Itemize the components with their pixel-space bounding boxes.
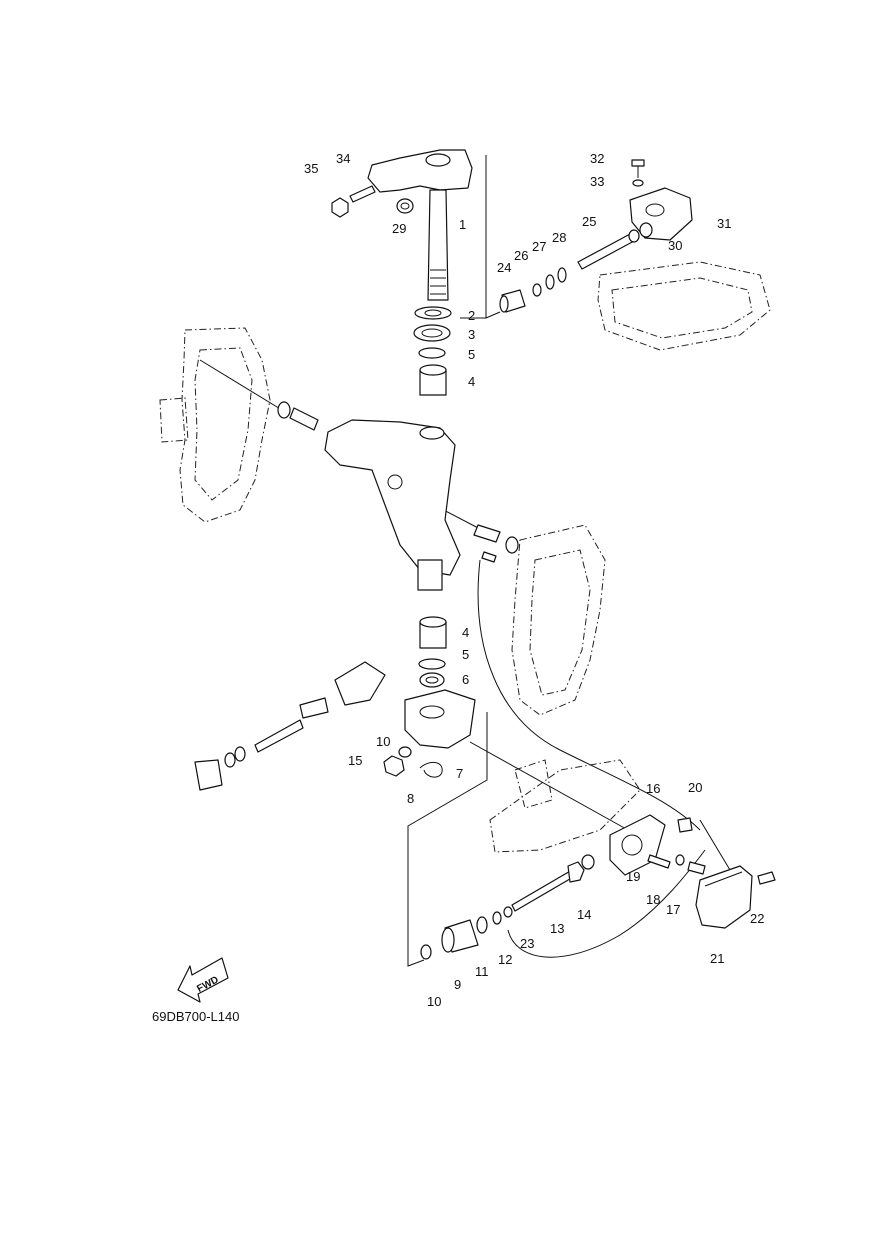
collar-30 [639, 222, 653, 238]
lower-unit-outline [489, 759, 641, 853]
callout-24: 24 [497, 260, 511, 275]
washer-10-upper [398, 746, 412, 758]
diagram-code: 69DB700-L140 [152, 1009, 239, 1024]
callout-11: 11 [475, 964, 489, 979]
washer-2 [414, 306, 452, 320]
ground-lead-23 [503, 906, 513, 918]
cover-21 [695, 865, 753, 929]
washer-10-lower [420, 944, 432, 960]
lower-mount-housing [404, 689, 476, 749]
callout-6: 6 [462, 672, 469, 687]
damper-24 [499, 289, 526, 313]
callout-5-lower: 5 [462, 647, 469, 662]
callout-15: 15 [348, 753, 362, 768]
bolt-17 [687, 861, 706, 875]
washer-11 [476, 916, 488, 934]
callout-16: 16 [646, 781, 660, 796]
washer-14 [581, 854, 595, 870]
callout-8: 8 [407, 791, 414, 806]
callout-35: 35 [304, 161, 318, 176]
bolt-35 [331, 197, 349, 218]
callout-2: 2 [468, 308, 475, 323]
washer-26 [532, 283, 542, 297]
callout-17: 17 [666, 902, 680, 917]
callout-31: 31 [717, 216, 731, 231]
callout-labels: 1 2 3 5 4 35 34 29 32 33 31 30 25 28 27 … [304, 151, 764, 1009]
bolt-34 [349, 185, 376, 203]
o-ring-5-upper [418, 347, 446, 359]
bolt-32 [631, 159, 645, 178]
callout-21: 21 [710, 951, 724, 966]
tilt-pin-left [277, 401, 319, 431]
washer-33 [632, 179, 644, 187]
bolt-13 [511, 861, 585, 912]
bushing-4-lower [419, 616, 447, 649]
screw-19 [647, 854, 671, 869]
upper-casing-outline [597, 261, 771, 351]
callout-14: 14 [577, 907, 591, 922]
callout-18: 18 [646, 892, 660, 907]
callout-13: 13 [550, 921, 564, 936]
callout-19: 19 [626, 869, 640, 884]
callout-4-lower: 4 [462, 625, 469, 640]
swivel-bracket [324, 419, 461, 591]
callout-25: 25 [582, 214, 596, 229]
fwd-arrow-icon: FWD [177, 957, 229, 1003]
callout-28: 28 [552, 230, 566, 245]
steering-arm [367, 149, 473, 301]
nut-29 [396, 198, 414, 214]
washer-28 [557, 267, 567, 283]
right-clamp-bracket-outline [511, 524, 606, 716]
callout-33: 33 [590, 174, 604, 189]
callout-32: 32 [590, 151, 604, 166]
callout-1: 1 [459, 217, 466, 232]
washer-18 [675, 854, 685, 866]
callout-3: 3 [468, 327, 475, 342]
mount-rubber-9 [441, 919, 479, 953]
left-clamp-bracket-outline [159, 327, 271, 523]
shaft-25 [577, 229, 640, 270]
callout-10-upper: 10 [376, 734, 390, 749]
callout-34: 34 [336, 151, 350, 166]
grommet-20 [677, 817, 693, 833]
seal-6 [419, 672, 445, 688]
o-ring-5-lower [418, 658, 446, 670]
callout-26: 26 [514, 248, 528, 263]
washer-27 [545, 274, 555, 290]
callout-9: 9 [454, 977, 461, 992]
callout-10-lower: 10 [427, 994, 441, 1009]
callout-23: 23 [520, 936, 534, 951]
clip-8 [419, 762, 443, 778]
callout-20: 20 [688, 780, 702, 795]
nut-15 [383, 755, 405, 777]
seal-3 [413, 324, 451, 342]
callout-27: 27 [532, 239, 546, 254]
mount-rubber-left [194, 746, 246, 791]
callout-5-upper: 5 [468, 347, 475, 362]
clamp-31 [629, 187, 693, 241]
callout-4-upper: 4 [468, 374, 475, 389]
tilt-pin-right [473, 524, 519, 563]
callout-22: 22 [750, 911, 764, 926]
callout-30: 30 [668, 238, 682, 253]
washer-12 [492, 911, 502, 925]
callout-7: 7 [456, 766, 463, 781]
callout-12: 12 [498, 952, 512, 967]
screw-22 [757, 871, 776, 885]
bushing-4-upper [419, 364, 447, 396]
bracket-left-upper [254, 661, 386, 753]
callout-29: 29 [392, 221, 406, 236]
